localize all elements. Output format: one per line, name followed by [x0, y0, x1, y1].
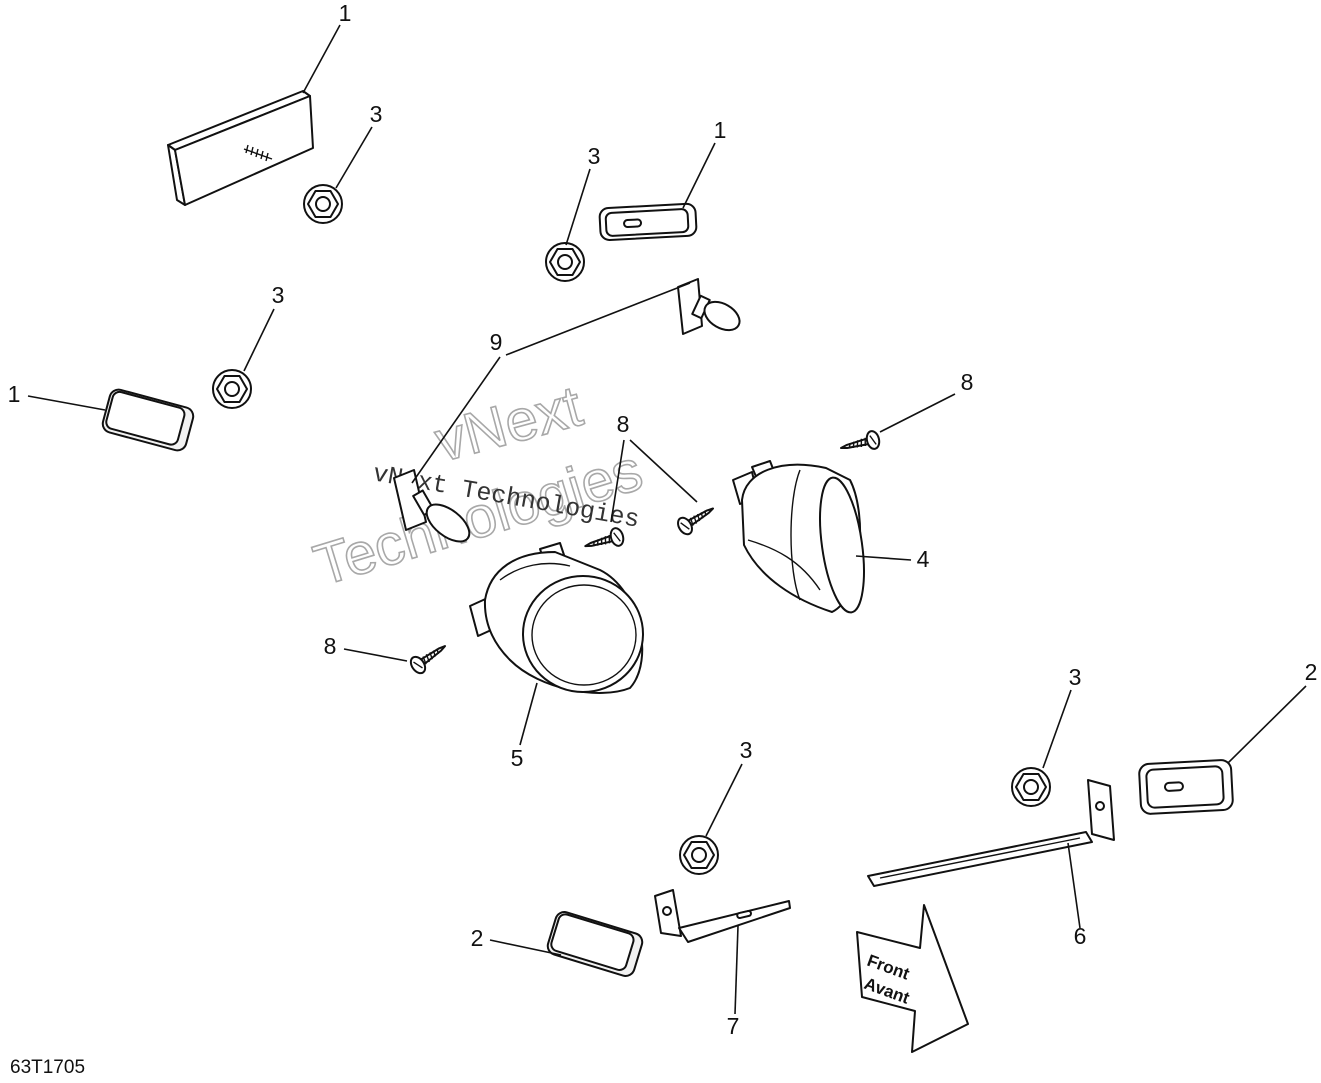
reflector-left	[101, 388, 195, 452]
leader-16	[489, 939, 562, 956]
nut-right	[1011, 767, 1051, 807]
leader-2	[335, 126, 373, 189]
nut-top-left	[303, 184, 343, 224]
reflector-bottom	[546, 911, 644, 977]
bulb-left	[393, 469, 471, 543]
leader-10	[855, 555, 912, 561]
callout-label: 4	[917, 546, 930, 572]
callouts: 1 3 1 3 3 1 9 8 8 4 8 5 3 2 3 2 6 7	[8, 0, 1318, 1039]
leader-6	[27, 395, 106, 411]
reflector-right	[1138, 759, 1234, 815]
leader-3	[682, 142, 716, 209]
nut-bottom	[679, 835, 719, 875]
direction-arrow: Front Avant	[856, 904, 969, 1053]
leader-8	[879, 393, 956, 433]
leader-9b	[629, 439, 698, 503]
callout-label: 3	[588, 143, 601, 169]
leader-1	[302, 24, 341, 94]
callout-label: 7	[727, 1013, 740, 1039]
lamp-right	[732, 460, 865, 614]
bulb-right	[677, 278, 741, 335]
nut-top-middle	[545, 242, 585, 282]
screw-center-right	[674, 499, 719, 538]
leader-11	[343, 648, 408, 662]
callout-label: 8	[324, 633, 337, 659]
screw-lower-left	[406, 637, 452, 677]
callout-label: 3	[370, 101, 383, 127]
leader-14	[1227, 685, 1307, 764]
screw-center-left	[581, 525, 627, 556]
bracket-short	[654, 889, 791, 943]
reflector-top-middle	[598, 202, 698, 241]
screw-right	[837, 428, 882, 458]
leader-18	[734, 925, 739, 1015]
leader-12	[519, 682, 538, 746]
leader-15	[705, 763, 743, 837]
callout-label: 5	[511, 745, 524, 771]
callout-label: 1	[714, 117, 727, 143]
reflector-plate-large	[167, 90, 314, 206]
callout-label: 2	[1305, 659, 1318, 685]
callout-label: 3	[740, 737, 753, 763]
leader-9a	[610, 439, 625, 523]
leader-5	[243, 308, 275, 372]
callout-label: 8	[617, 411, 630, 437]
figure-id: 63T1705	[10, 1057, 85, 1078]
lamp-left	[469, 542, 644, 694]
callout-label: 1	[339, 0, 352, 26]
leader-4	[565, 168, 591, 246]
callout-label: 3	[1069, 664, 1082, 690]
callout-label: 6	[1074, 923, 1087, 949]
callout-label: 8	[961, 369, 974, 395]
callout-label: 9	[490, 329, 503, 355]
nut-left	[212, 369, 252, 409]
leader-7a	[505, 282, 691, 356]
leader-13	[1042, 689, 1072, 769]
callout-label: 3	[272, 282, 285, 308]
bracket-long	[867, 779, 1115, 887]
leader-7b	[411, 356, 501, 484]
callout-label: 1	[8, 381, 21, 407]
leader-17	[1067, 842, 1081, 929]
leader-lines	[27, 24, 1307, 1015]
watermark: vNext Technologies vNext Technologies	[306, 373, 650, 600]
callout-label: 2	[471, 925, 484, 951]
